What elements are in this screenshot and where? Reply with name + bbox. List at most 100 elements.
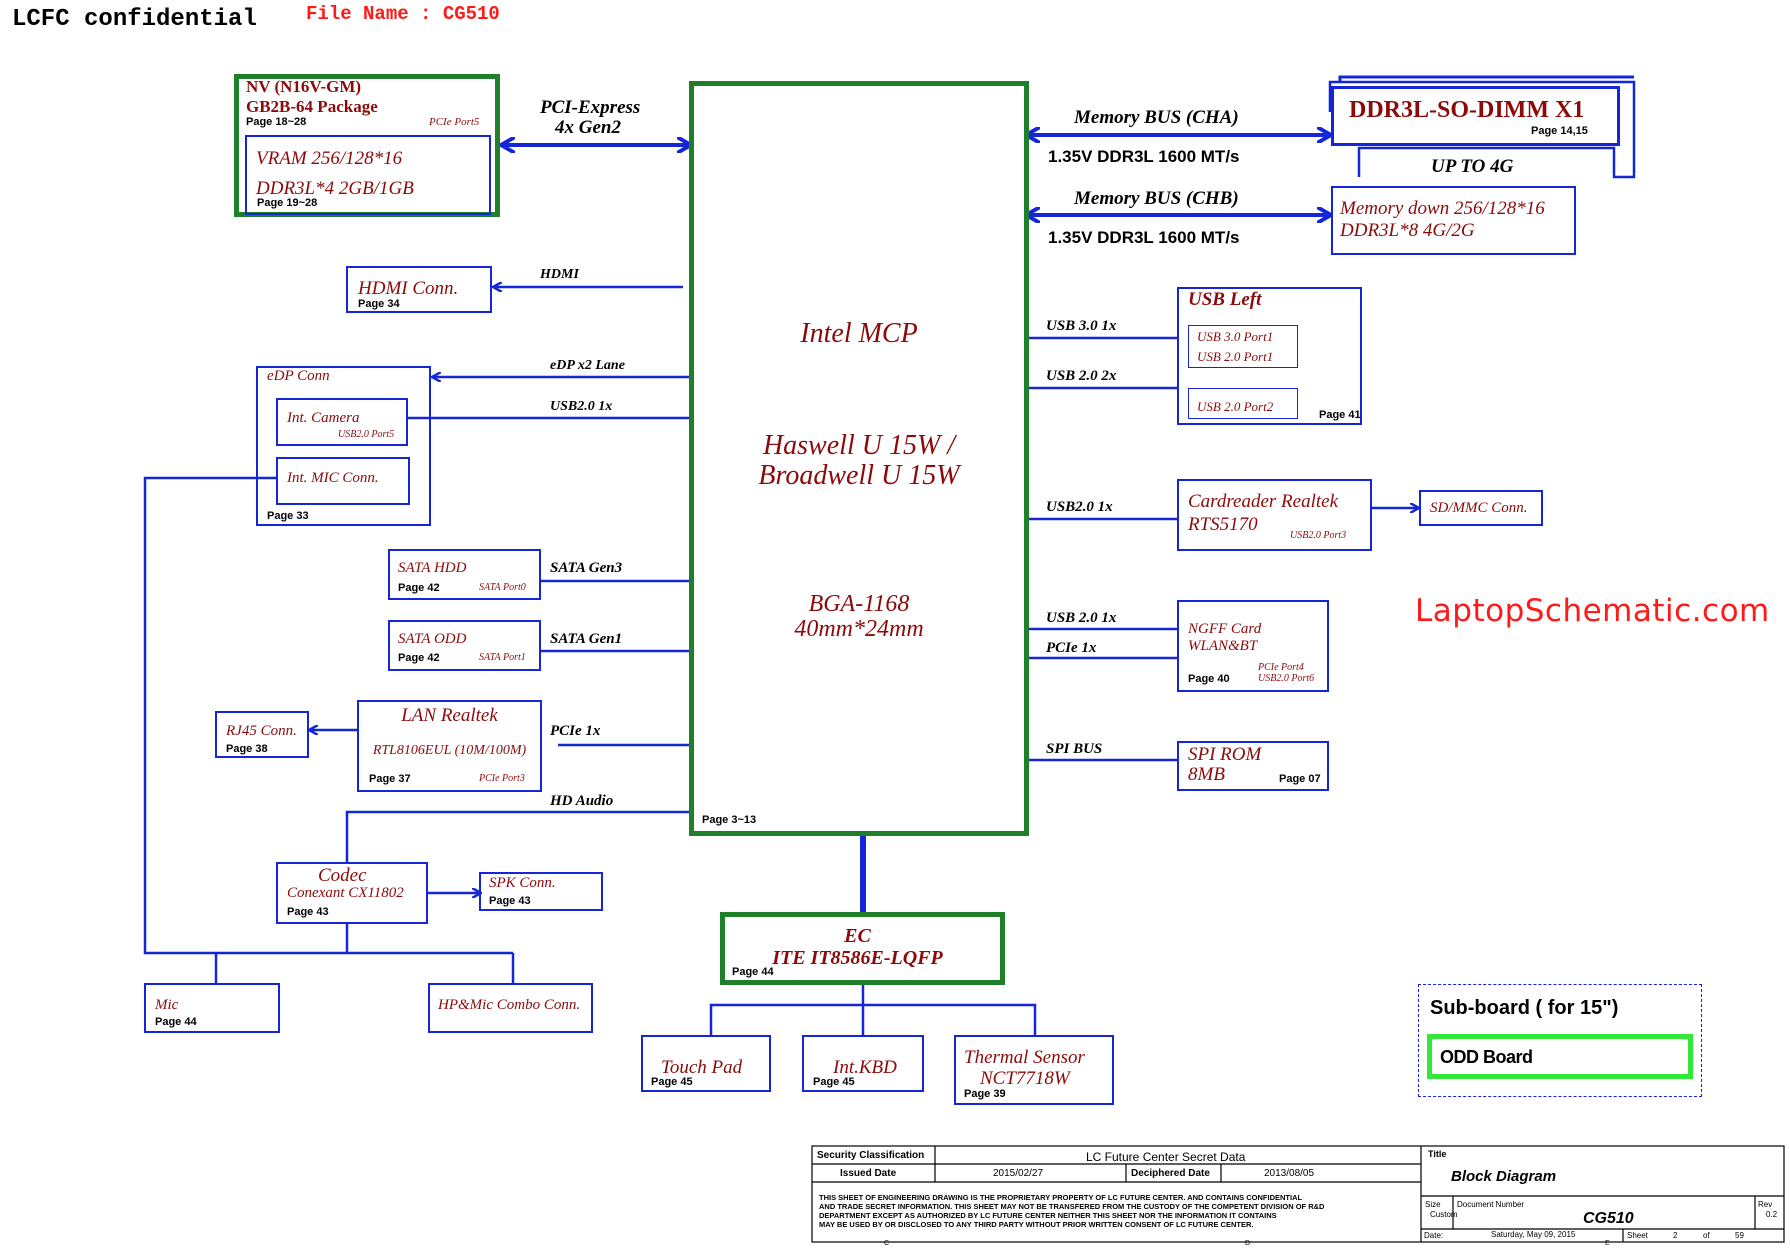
sata-odd-page: Page 42: [398, 652, 440, 664]
codec-block: [276, 862, 428, 924]
size-label: Size: [1425, 1200, 1441, 1209]
cardreader-block: [1177, 479, 1372, 551]
ngff-page: Page 40: [1188, 673, 1230, 685]
subboard-frame: [1418, 984, 1702, 1097]
cpu-line1: Haswell U 15W /: [762, 430, 956, 461]
deciphered-date-value: 2013/08/05: [1264, 1168, 1315, 1179]
lan-block: [357, 700, 542, 792]
usb-left-page: Page 41: [1319, 409, 1361, 421]
usb3-port1-label: USB 3.0 Port1: [1197, 329, 1274, 344]
column-marker-c: C: [884, 1240, 890, 1247]
odd-board-label: ODD Board: [1440, 1047, 1533, 1067]
cpu-name: Intel MCP: [800, 318, 918, 349]
usb-port2-block: [1188, 388, 1298, 419]
spi-rom-line1: SPI ROM: [1188, 744, 1262, 765]
edp-usb-bus: USB2.0 1x: [550, 399, 613, 414]
keyboard-page: Page 45: [813, 1076, 855, 1088]
vram-line2: DDR3L*4 2GB/1GB: [256, 178, 414, 199]
thermal-sensor-block: [954, 1035, 1114, 1105]
rev-label: Rev: [1758, 1200, 1773, 1209]
issued-date-label: Issued Date: [840, 1168, 897, 1179]
mic-connector: [144, 983, 280, 1033]
sata-hdd-block: [388, 549, 541, 600]
codec-label: Codec: [318, 865, 367, 886]
ec-line1: EC: [844, 925, 871, 947]
lan-label: LAN Realtek: [401, 705, 498, 726]
pcie-link-label1: PCI-Express: [540, 97, 641, 118]
mem-cha-spec: 1.35V DDR3L 1600 MT/s: [1048, 147, 1240, 166]
sheet-label: Sheet: [1627, 1231, 1648, 1240]
cpu-package: BGA-1168: [808, 591, 910, 617]
edp-connector: [256, 366, 431, 526]
security-classification-value: LC Future Center Secret Data: [1086, 1150, 1246, 1164]
sd-mmc-label: SD/MMC Conn.: [1430, 500, 1528, 516]
usb-left-title: USB Left: [1188, 289, 1262, 310]
size-value: Custom: [1430, 1210, 1458, 1219]
camera-label: Int. Camera: [287, 410, 360, 426]
subboard-title: Sub-board ( for 15"): [1430, 997, 1619, 1019]
sata-gen3-bus: SATA Gen3: [550, 560, 623, 576]
lan-bus: PCIe 1x: [550, 723, 601, 739]
hdmi-connector: [346, 266, 492, 313]
sata-hdd-page: Page 42: [398, 582, 440, 594]
mem-chb-bus: Memory BUS (CHB): [1074, 188, 1239, 209]
cpu-block: [689, 81, 1029, 836]
vram-line1: VRAM 256/128*16: [256, 148, 403, 169]
touchpad-block: [641, 1035, 771, 1092]
sata-hdd-port: SATA Port0: [479, 582, 526, 593]
ngff-usb-bus: USB 2.0 1x: [1046, 610, 1117, 626]
int-mic-block: [276, 457, 410, 505]
so-dimm-page: Page 14,15: [1531, 125, 1588, 137]
of-label: of: [1703, 1231, 1710, 1240]
thermal-line1: Thermal Sensor: [964, 1047, 1085, 1068]
hp-mic-label: HP&Mic Combo Conn.: [438, 997, 581, 1013]
lan-page: Page 37: [369, 773, 411, 785]
cpu-line2: Broadwell U 15W: [758, 460, 960, 491]
hp-mic-combo-connector: [428, 983, 593, 1033]
title-value: Block Diagram: [1451, 1168, 1557, 1185]
edp-label: eDP Conn: [267, 368, 330, 384]
title-label: Title: [1428, 1149, 1447, 1159]
column-marker-e: E: [1605, 1240, 1610, 1247]
mic-page: Page 44: [155, 1016, 197, 1028]
spk-page: Page 43: [489, 895, 531, 907]
rj45-label: RJ45 Conn.: [226, 723, 297, 739]
hdmi-label: HDMI Conn.: [358, 278, 459, 299]
lan-port: PCIe Port3: [479, 773, 525, 784]
ngff-line2: WLAN&BT: [1188, 638, 1258, 654]
gpu-title: NV (N16V-GM): [246, 77, 362, 96]
header-file-name: File Name : CG510: [306, 3, 500, 25]
touchpad-page: Page 45: [651, 1076, 693, 1088]
sd-mmc-connector: [1419, 490, 1543, 526]
cpu-page: Page 3~13: [702, 814, 757, 826]
gpu-page: Page 18~28: [246, 116, 307, 128]
spi-rom-line2: 8MB: [1188, 764, 1225, 785]
usb3-bus: USB 3.0 1x: [1046, 318, 1117, 334]
edp-bus: eDP x2 Lane: [550, 358, 625, 373]
notice-line3: DEPARTMENT EXCEPT AS AUTHORIZED BY LC FU…: [819, 1211, 1277, 1220]
ngff-port1: PCIe Port4: [1258, 662, 1304, 673]
hdmi-page: Page 34: [358, 298, 400, 310]
camera-port: USB2.0 Port5: [338, 429, 395, 440]
gpu-package: GB2B-64 Package: [246, 97, 378, 116]
so-dimm-upto: UP TO 4G: [1431, 156, 1514, 177]
sheet-value: 2: [1673, 1231, 1678, 1240]
mem-chb-spec: 1.35V DDR3L 1600 MT/s: [1048, 228, 1240, 247]
vram-block: [245, 135, 491, 215]
cardreader-line1: Cardreader Realtek: [1188, 491, 1339, 512]
sata-odd-block: [388, 620, 541, 671]
ec-page: Page 44: [732, 966, 774, 978]
ngff-pcie-bus: PCIe 1x: [1046, 640, 1097, 656]
usb-left-block: [1177, 287, 1362, 425]
security-classification-label: Security Classification: [817, 1150, 925, 1161]
column-marker-d: D: [1245, 1240, 1251, 1247]
codec-page: Page 43: [287, 906, 329, 918]
memory-down-line1: Memory down 256/128*16: [1340, 198, 1545, 219]
usb-port1-block: [1188, 325, 1298, 368]
sata-odd-port: SATA Port1: [479, 652, 526, 663]
sata-hdd-label: SATA HDD: [398, 560, 467, 576]
lan-chip: RTL8106EUL (10M/100M): [372, 743, 527, 758]
vram-page: Page 19~28: [257, 197, 318, 209]
